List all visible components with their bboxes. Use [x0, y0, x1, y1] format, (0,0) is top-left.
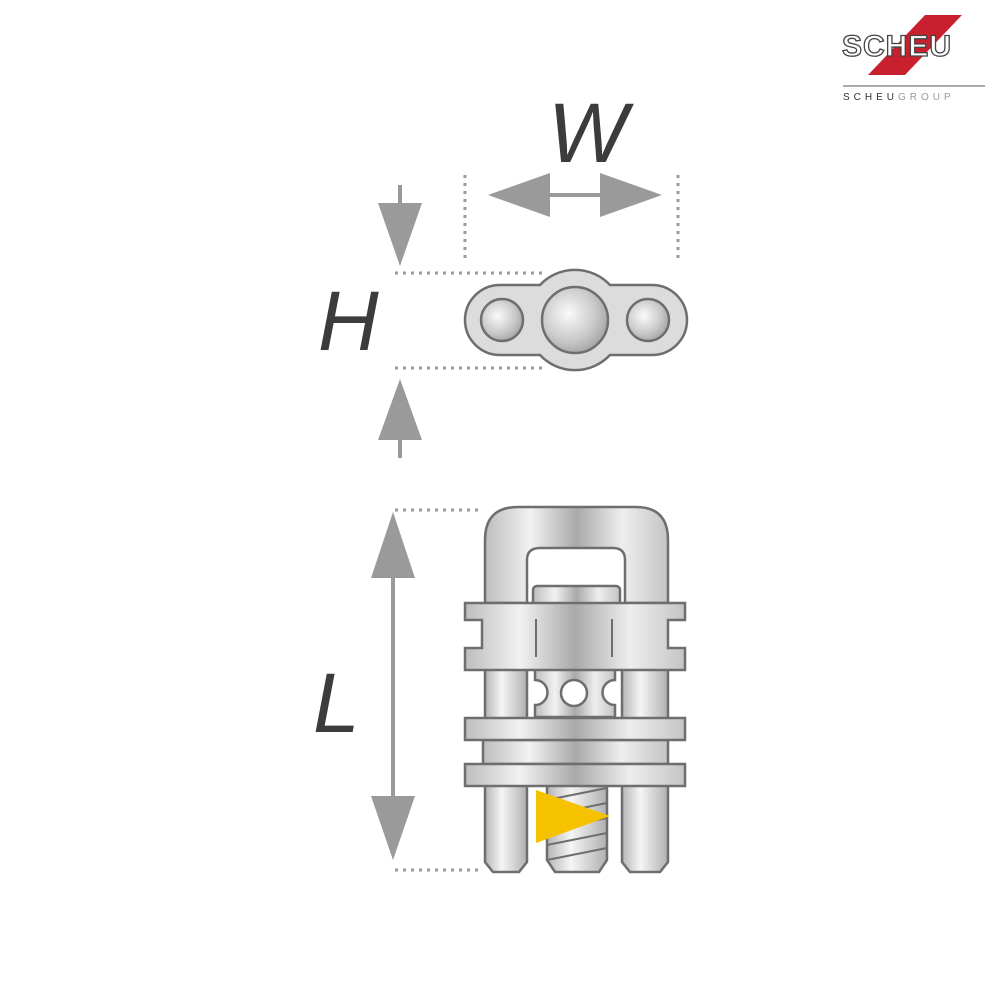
- screw-top-view: [463, 268, 689, 372]
- height-label: H: [318, 274, 379, 368]
- logo-group: SCHEUGROUP: [843, 92, 955, 103]
- arrow-down-icon: [378, 203, 422, 266]
- arrow-left-icon: [488, 173, 550, 217]
- logo-group-a: SCHEU: [843, 92, 898, 103]
- height-dimension: H: [318, 185, 545, 458]
- arrow-up-icon: [371, 512, 415, 578]
- length-label: L: [313, 656, 360, 750]
- logo-group-b: GROUP: [898, 92, 955, 103]
- screw-side-view: [463, 505, 687, 874]
- width-dimension: W: [463, 86, 680, 258]
- direction-arrow-icon: [536, 790, 610, 843]
- width-label: W: [548, 86, 634, 180]
- arrow-right-icon: [600, 173, 662, 217]
- length-dimension: L: [313, 508, 482, 872]
- scheu-logo: SCHEU SCHEUGROUP: [841, 15, 985, 103]
- logo-brand: SCHEU: [842, 30, 952, 63]
- arrow-up-icon: [378, 379, 422, 440]
- arrow-down-icon: [371, 796, 415, 860]
